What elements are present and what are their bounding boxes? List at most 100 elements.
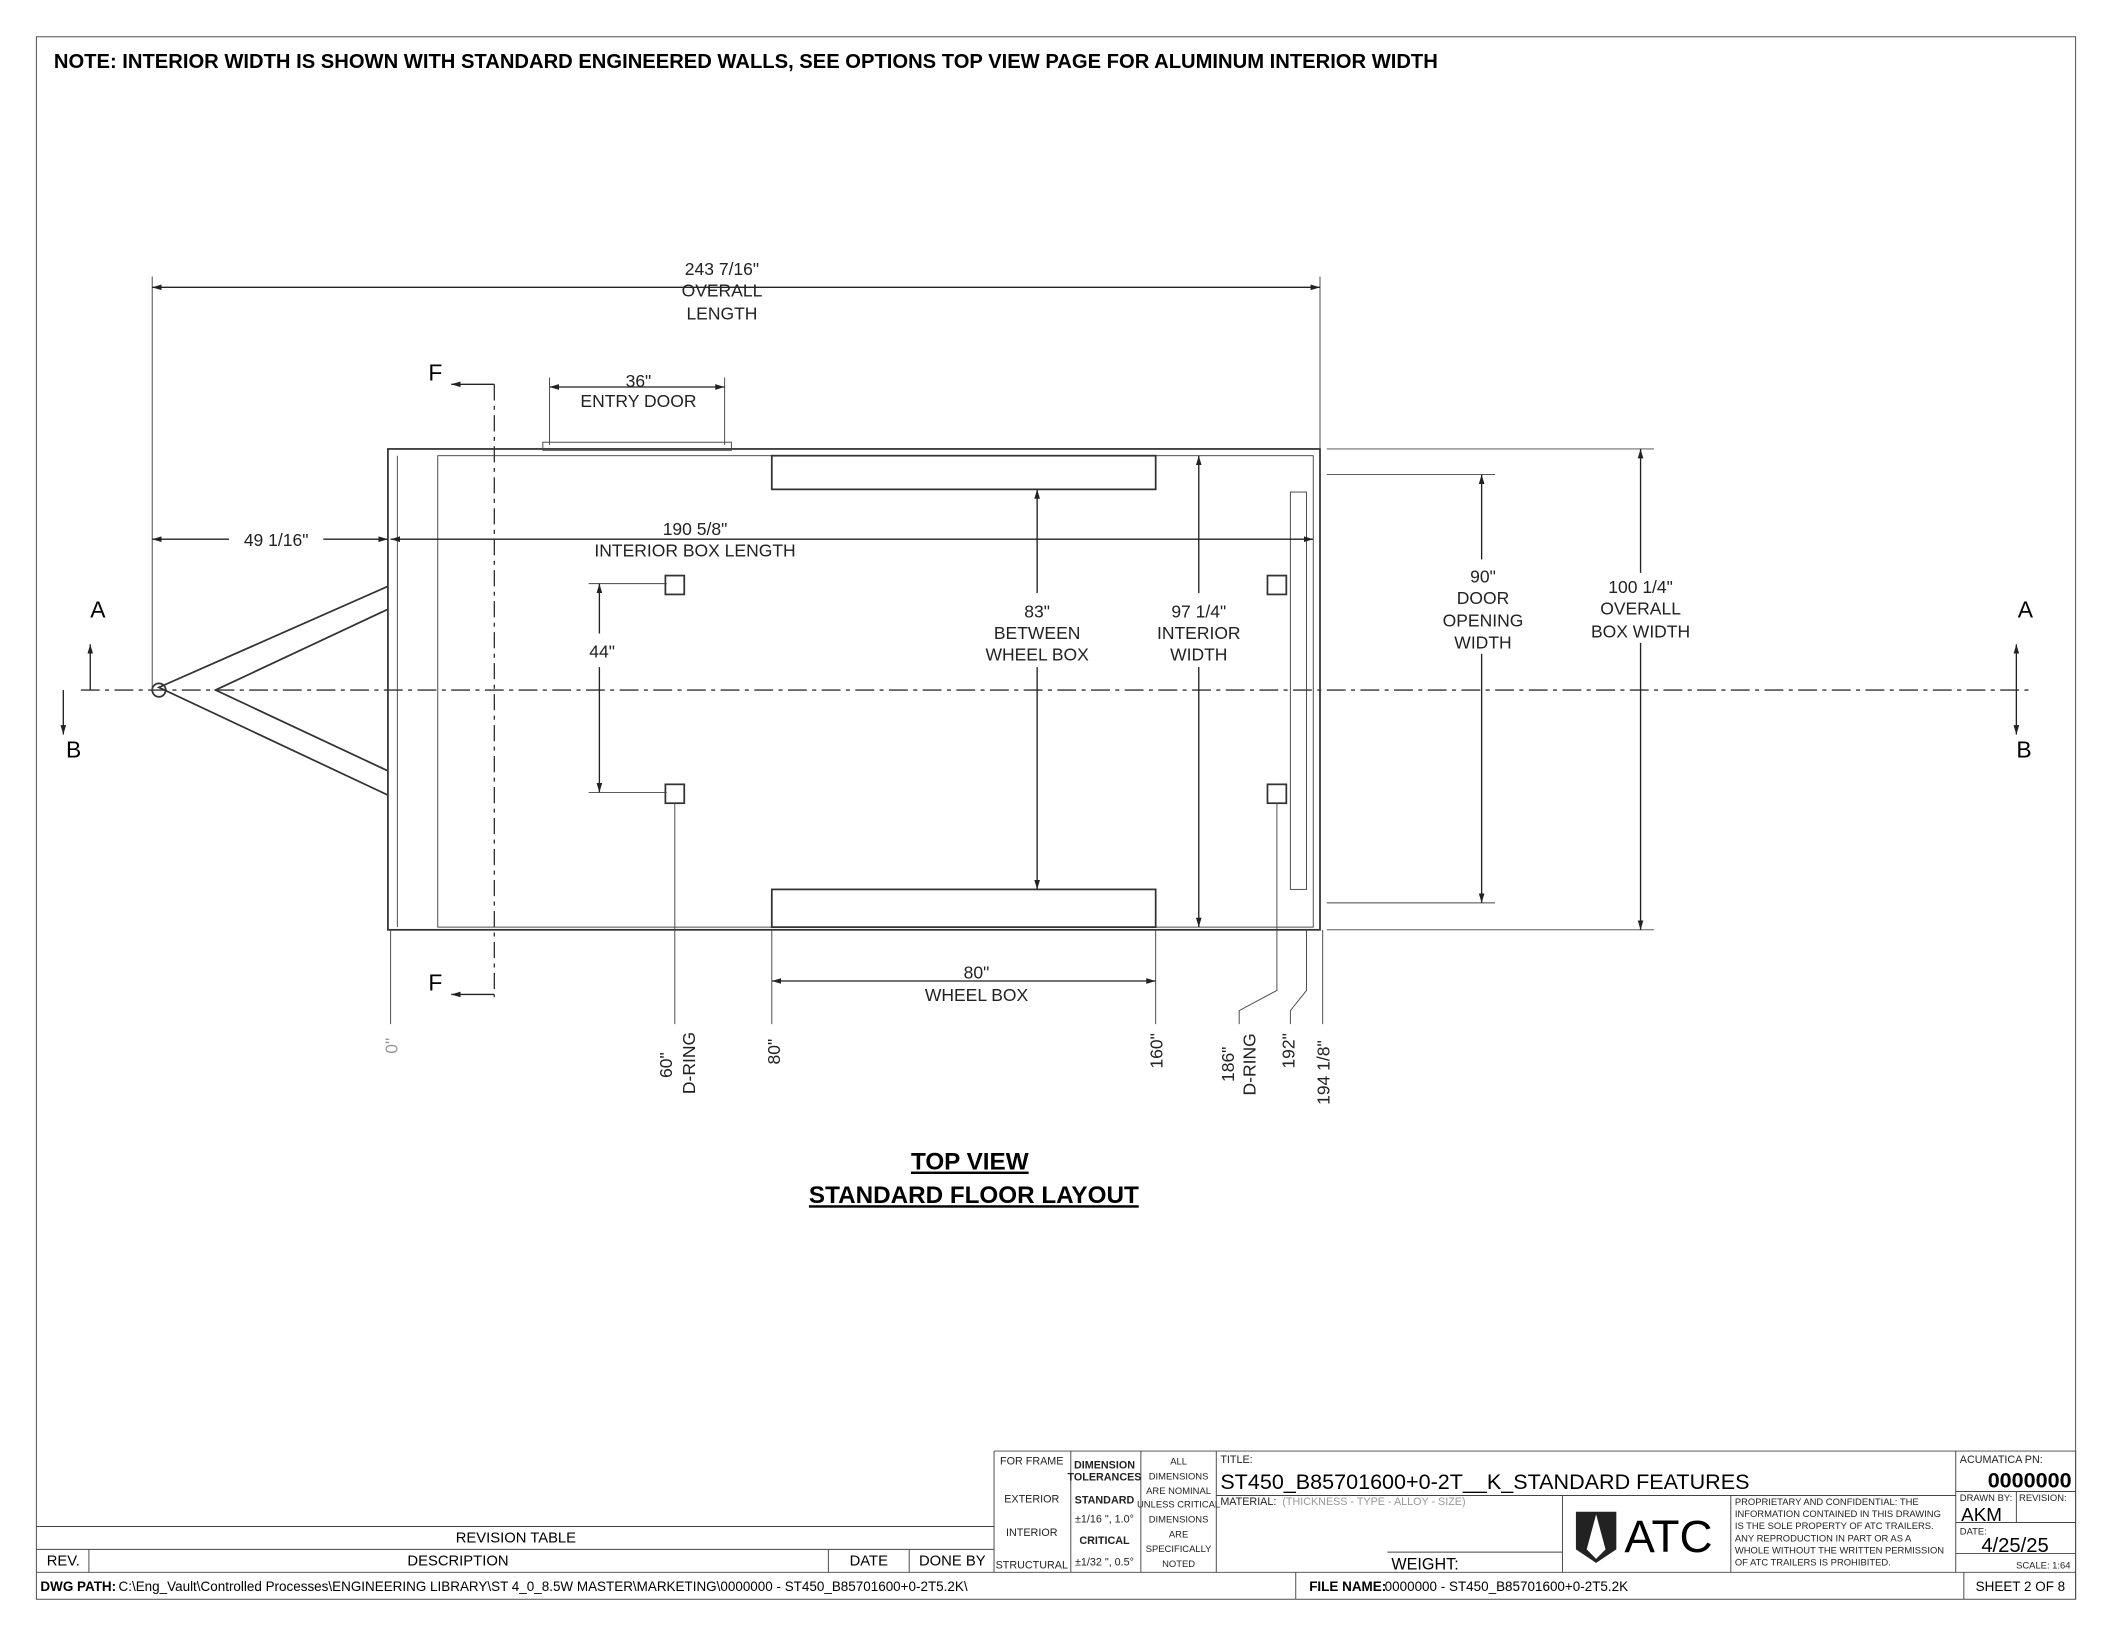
section-markers: F F A B A B: [60, 359, 2034, 998]
tolerance-notes: ALL DIMENSIONS ARE NOMINAL UNLESS CRITIC…: [1137, 1456, 1220, 1569]
drawing-note: NOTE: INTERIOR WIDTH IS SHOWN WITH STAND…: [54, 51, 1438, 73]
file-name-label: FILE NAME:: [1309, 1579, 1386, 1594]
section-f-bottom: F: [428, 969, 442, 995]
standard-label: STANDARD: [1075, 1495, 1135, 1507]
drawing-text: WHOLE WITHOUT THE WRITTEN PERMISSION: [1735, 1544, 1944, 1555]
d-rings: [664, 574, 1288, 805]
overall-length-label: LENGTH: [686, 304, 757, 324]
wheel-box-bottom: [770, 888, 1157, 928]
material-value: (THICKNESS - TYPE - ALLOY - SIZE): [1282, 1496, 1465, 1508]
drawn-by-label: DRAWN BY:: [1960, 1492, 2012, 1503]
station-194: 194 1/8": [1313, 1040, 1333, 1105]
d-ring: [1266, 574, 1288, 596]
drawing-text: PROPRIETARY AND CONFIDENTIAL: THE: [1735, 1496, 1919, 1507]
atc-logo-icon: [1575, 1511, 1617, 1563]
sheet-border: [35, 36, 2077, 1600]
station-186: 186": [1218, 1047, 1238, 1082]
section-b-right: B: [2016, 736, 2031, 762]
door-opening-label: WIDTH: [1454, 632, 1511, 652]
interior-length-value: 190 5/8": [663, 519, 728, 539]
section-b-left: B: [66, 736, 81, 762]
revision-table-title: REVISION TABLE: [456, 1531, 576, 1547]
critical-value: ±1/32 ", 0.5°: [1075, 1557, 1134, 1569]
for-frame-label: FOR FRAME: [1000, 1456, 1063, 1468]
drawing-title: ST450_B85701600+0-2T__K_STANDARD FEATURE…: [1220, 1469, 1749, 1494]
station-160: 160": [1146, 1033, 1166, 1068]
rev-header: REV.: [47, 1554, 80, 1570]
material-label: MATERIAL:: [1220, 1496, 1276, 1508]
drawing-text: ALL: [1170, 1456, 1187, 1467]
entry-door-value: 36": [626, 371, 652, 391]
drawn-by: AKM: [1961, 1504, 2002, 1525]
wheel-box-value: 80": [964, 962, 990, 982]
pn-label: ACUMATICA PN:: [1960, 1454, 2043, 1466]
title-block: REVISION TABLE REV. DESCRIPTION DATE DON…: [36, 1450, 2077, 1600]
title-label: TITLE:: [1220, 1454, 1252, 1466]
interior-width-value: 97 1/4": [1171, 601, 1226, 621]
d-ring: [1266, 783, 1288, 805]
overall-width-label: BOX WIDTH: [1591, 622, 1690, 642]
section-f-top: F: [428, 359, 442, 385]
station-192: 192": [1278, 1033, 1298, 1068]
file-name: 0000000 - ST450_B85701600+0-2T5.2K: [1385, 1579, 1628, 1594]
tolerance-heading: TOLERANCES: [1067, 1472, 1141, 1484]
scale: SCALE: 1:64: [2016, 1559, 2070, 1570]
tongue-length: 49 1/16": [244, 530, 309, 550]
station-60: 60": [656, 1052, 676, 1078]
date-header: DATE: [850, 1554, 888, 1570]
proprietary-notice: PROPRIETARY AND CONFIDENTIAL: THE INFORM…: [1735, 1496, 1944, 1568]
drawing-text: INFORMATION CONTAINED IN THIS DRAWING: [1735, 1508, 1941, 1519]
trailer-box-outline: [387, 448, 1321, 931]
station-0: 0": [381, 1038, 401, 1054]
interior-outline: [437, 455, 1314, 928]
drawing-text: ARE NOMINAL: [1146, 1485, 1211, 1496]
critical-label: CRITICAL: [1079, 1535, 1130, 1547]
station-186-label: D-RING: [1239, 1033, 1259, 1095]
overall-length-label: OVERALL: [682, 281, 763, 301]
tongue-frame: [156, 585, 389, 796]
wheel-box-top: [770, 454, 1157, 491]
drawing-text: DIMENSIONS: [1149, 1470, 1209, 1481]
d-ring: [664, 574, 686, 596]
drawing-text: DIMENSIONS: [1149, 1513, 1209, 1524]
section-a-right: A: [2018, 596, 2034, 622]
structural-label: STRUCTURAL: [996, 1559, 1068, 1571]
overall-length-value: 243 7/16": [685, 259, 759, 279]
weight-label: WEIGHT:: [1391, 1556, 1458, 1574]
entry-door: [542, 441, 732, 451]
interior-width-label: WIDTH: [1170, 644, 1227, 664]
atc-logo: ATC: [1624, 1511, 1712, 1562]
interior-length-label: INTERIOR BOX LENGTH: [594, 541, 795, 561]
tolerance-heading: DIMENSION: [1074, 1460, 1135, 1472]
drawing-line: [36, 1450, 2077, 1600]
drawing-text: ANY REPRODUCTION IN PART OR AS A: [1735, 1532, 1912, 1543]
overall-width-value: 100 1/4": [1608, 577, 1673, 597]
drawing-text: IS THE SOLE PROPERTY OF ATC TRAILERS.: [1735, 1520, 1934, 1531]
station-labels: 0" 60" D-RING 80" 160" 186" D-RING 192" …: [381, 1032, 1333, 1105]
dwg-path: C:\Eng_Vault\Controlled Processes\ENGINE…: [119, 1579, 968, 1594]
sheet-number: SHEET 2 OF 8: [1976, 1579, 2065, 1594]
part-number: 0000000: [1988, 1467, 2072, 1492]
drawing-text: SPECIFICALLY: [1146, 1543, 1212, 1554]
between-wheel-box-label: WHEEL BOX: [985, 644, 1089, 664]
drawing-text: ARE: [1169, 1528, 1188, 1539]
drawing-text: OF ATC TRAILERS IS PROHIBITED.: [1735, 1557, 1891, 1568]
rear-door-hinge: [1289, 491, 1308, 890]
done-by-header: DONE BY: [919, 1554, 986, 1570]
dwg-path-label: DWG PATH:: [40, 1579, 116, 1594]
trailer-top-view: [80, 441, 2034, 931]
dimensions: 243 7/16" OVERALL LENGTH 49 1/16" 190 5/…: [151, 259, 1690, 1025]
drawing-text: NOTED: [1162, 1558, 1195, 1569]
interior-width-label: INTERIOR: [1157, 623, 1241, 643]
drawing-line: [1238, 803, 1324, 1025]
between-wheel-box-label: BETWEEN: [994, 623, 1081, 643]
station-80: 80": [764, 1039, 784, 1065]
d-ring-spacing: 44": [589, 642, 615, 662]
date-label: DATE:: [1960, 1526, 1987, 1537]
door-opening-label: DOOR: [1457, 588, 1510, 608]
wheel-box-label: WHEEL BOX: [925, 985, 1029, 1005]
between-wheel-box-value: 83": [1024, 601, 1050, 621]
description-header: DESCRIPTION: [407, 1554, 508, 1570]
standard-value: ±1/16 ", 1.0°: [1075, 1513, 1134, 1525]
